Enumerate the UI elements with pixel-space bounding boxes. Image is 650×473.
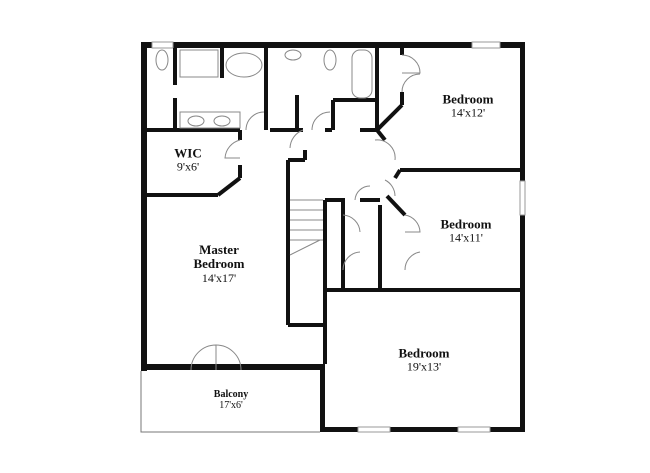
room-size: 14'x17' (201, 270, 237, 285)
room-size: 14'x11' (449, 230, 483, 245)
door-swings (190, 54, 421, 371)
sink-icon (213, 115, 231, 127)
toilet-icon (155, 49, 169, 71)
room-name: Master Bedroom (193, 242, 245, 272)
interior-walls (147, 48, 520, 364)
toilet-icon (323, 49, 337, 71)
room-name: Bedroom (398, 345, 450, 361)
shower-icon (179, 49, 219, 78)
exterior-walls (141, 42, 525, 432)
balcony-rail (140, 371, 320, 433)
fixtures (155, 49, 373, 256)
room-size: 19'x13' (406, 359, 442, 374)
room-name: WIC (174, 145, 202, 161)
sink-icon (284, 49, 302, 61)
room-size: 9'x6' (176, 159, 200, 174)
stairs (289, 199, 323, 256)
bathtub-icon (351, 49, 373, 99)
sink-icon (187, 115, 205, 127)
room-name: Bedroom (442, 91, 494, 107)
room-size: 14'x12' (450, 105, 486, 120)
room-size: 17'x6' (219, 400, 243, 411)
windows (151, 41, 526, 433)
bathtub-icon (225, 52, 263, 78)
room-name: Bedroom (440, 216, 492, 232)
room-name: Balcony (213, 389, 249, 400)
